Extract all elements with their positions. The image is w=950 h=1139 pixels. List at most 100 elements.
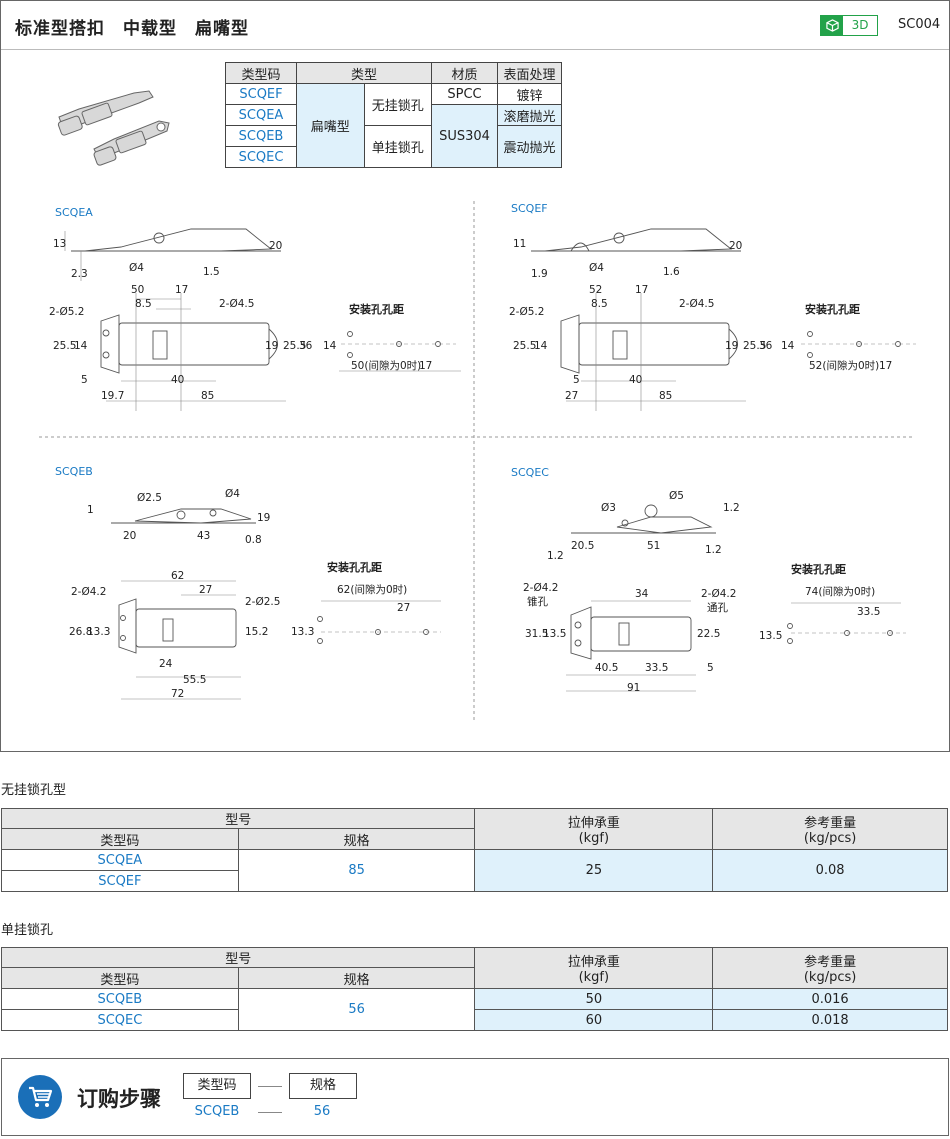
dim-scqeb-20: 20 (123, 530, 136, 542)
drawing-dividers (39, 201, 913, 721)
row-load: 50 (474, 988, 714, 1010)
dim-scqeb-d2-5: Ø2.5 (137, 492, 162, 504)
drawing-label-scqea: SCQEA (55, 206, 93, 219)
table-row: SCQEC 60 0.018 (1, 1009, 948, 1031)
dim-scqec-hole-74: 74(间隙为0时) (805, 585, 875, 598)
spec-table: 类型码 类型 材质 表面处理 SCQEF 扁嘴型 无挂锁孔 SPCC 镀锌 SC… (225, 62, 562, 168)
dim-scqea-d4: Ø4 (129, 262, 144, 274)
cube-icon (821, 16, 843, 35)
dim-scqef-19: 19 (725, 340, 738, 352)
dim-scqea-2-3: 2.3 (71, 268, 88, 280)
row-spec: 85 (237, 849, 476, 892)
dim-scqec-5: 5 (707, 662, 714, 674)
dim-scqea-40: 40 (171, 374, 184, 386)
dim-scqef-1-9: 1.9 (531, 268, 548, 280)
type-single-padlock: 单挂锁孔 (363, 125, 432, 168)
dim-scqeb-hole-27: 27 (397, 602, 410, 614)
row-code: SCQEF (1, 870, 239, 892)
finish-barrel: 滚磨抛光 (497, 104, 562, 126)
dim-scqef-17: 17 (635, 284, 648, 296)
dim-scqef-40: 40 (629, 374, 642, 386)
header-code: 类型码 (1, 967, 239, 989)
order-box-code: 类型码 (183, 1073, 251, 1099)
row-code: SCQEA (1, 849, 239, 871)
row-weight: 0.018 (712, 1009, 948, 1031)
dim-scqea-20: 20 (269, 240, 282, 252)
dim-scqeb-hole-62: 62(间隙为0时) (337, 583, 407, 596)
dim-scqec-1-2c: 1.2 (705, 544, 722, 556)
dim-scqeb-72: 72 (171, 688, 184, 700)
section-title-single-padlock: 单挂锁孔 (1, 923, 54, 938)
type-main: 扁嘴型 (296, 83, 365, 168)
dim-scqef-27: 27 (565, 390, 578, 402)
dim-scqeb-55-5: 55.5 (183, 674, 206, 686)
dim-scqea-25-5: 25.5 (53, 340, 76, 352)
product-code: SC004 (898, 17, 941, 32)
dim-scqea-8-5: 8.5 (135, 298, 152, 310)
dim-scqef-d4: Ø4 (589, 262, 604, 274)
dim-scqec-33-5: 33.5 (645, 662, 668, 674)
dim-scqec-d5: Ø5 (669, 490, 684, 502)
dim-scqef-25-5b: 25.5 (743, 340, 766, 352)
dim-scqec-hole-33-5: 33.5 (857, 606, 880, 618)
dim-scqef-25-5: 25.5 (513, 340, 536, 352)
dim-scqea-85: 85 (201, 390, 214, 402)
header-spec: 规格 (237, 967, 476, 989)
product-photo (57, 90, 170, 166)
table-single-padlock: 型号 拉伸承重 (kgf) 参考重量 (kg/pcs) 类型码 规格 SCQEB… (0, 947, 948, 1031)
table-no-padlock: 型号 拉伸承重 (kgf) 参考重量 (kg/pcs) 类型码 规格 SCQEA… (0, 808, 948, 892)
dim-scqea-13: 13 (53, 238, 66, 250)
col-code: 类型码 (225, 62, 297, 84)
dim-scqeb-1: 1 (87, 504, 94, 516)
3d-label: 3D (851, 18, 869, 32)
dim-scqeb-19: 19 (257, 512, 270, 524)
dim-scqec-taper-hole: 锥孔 (527, 595, 548, 608)
dim-scqef-20: 20 (729, 240, 742, 252)
row-code: SCQEC (1, 1009, 239, 1031)
product-panel: 标准型搭扣 中载型 扁嘴型 3D SC004 类型码 类型 材质 表面处理 SC… (0, 0, 950, 752)
finish-vibration: 震动抛光 (497, 125, 562, 168)
dim-scqea-5: 5 (81, 374, 88, 386)
table-row: SCQEA 85 25 0.08 (1, 849, 948, 892)
dim-scqeb-2-d4-2: 2-Ø4.2 (71, 586, 106, 598)
header-load-label: 拉伸承重 (567, 955, 620, 970)
dim-scqec-through-hole: 通孔 (707, 601, 728, 614)
3d-model-button[interactable]: 3D (820, 15, 878, 36)
dim-scqeb-24: 24 (159, 658, 173, 670)
header-weight-label: 参考重量 (804, 816, 857, 831)
header-load-label: 拉伸承重 (567, 816, 620, 831)
dim-scqea-17: 17 (175, 284, 188, 296)
row-load: 60 (474, 1009, 714, 1031)
material-sus304: SUS304 (431, 104, 498, 168)
dim-scqea-1-5: 1.5 (203, 266, 220, 278)
dim-scqec-40-5: 40.5 (595, 662, 618, 674)
dim-scqea-hole-50: 50(间隙为0时) (351, 359, 421, 372)
header-load-unit: (kgf) (578, 970, 610, 985)
header-model: 型号 (0, 808, 476, 829)
dim-scqef-2-d4-5: 2-Ø4.5 (679, 298, 714, 310)
dim-scqea-19-7: 19.7 (101, 390, 124, 402)
dim-scqeb-2-d2-5: 2-Ø2.5 (245, 596, 280, 608)
dim-scqec-20-5: 20.5 (571, 540, 594, 552)
order-steps-title: 订购步骤 (77, 1087, 161, 1111)
row-load: 25 (474, 849, 714, 892)
drawing-scqef: 11 1.9 Ø4 1.6 20 52 17 8.5 2-Ø4.5 2-Ø5.2… (509, 228, 916, 411)
dim-scqea-19: 19 (265, 340, 278, 352)
dim-scqef-85: 85 (659, 390, 672, 402)
order-connector (258, 1086, 282, 1087)
dim-scqef-8-5: 8.5 (591, 298, 608, 310)
header-weight-unit: (kg/pcs) (803, 831, 857, 846)
dim-scqea-2-d5-2: 2-Ø5.2 (49, 306, 84, 318)
dim-scqea-36: 36 (299, 340, 313, 352)
order-box-spec: 规格 (289, 1073, 357, 1099)
dim-scqef-hole-14: 14 (781, 340, 795, 352)
dim-scqef-hole-52: 52(间隙为0时) (809, 359, 879, 372)
header-weight: 参考重量 (kg/pcs) (712, 947, 948, 989)
header-model: 型号 (0, 947, 476, 968)
dim-scqef-11: 11 (513, 238, 526, 250)
page-title: 标准型搭扣 中载型 扁嘴型 (15, 19, 249, 39)
dim-scqef-36: 36 (759, 340, 773, 352)
row-weight: 0.016 (712, 988, 948, 1010)
table-row: SCQEF (1, 870, 948, 892)
row-code: SCQEB (1, 988, 239, 1010)
